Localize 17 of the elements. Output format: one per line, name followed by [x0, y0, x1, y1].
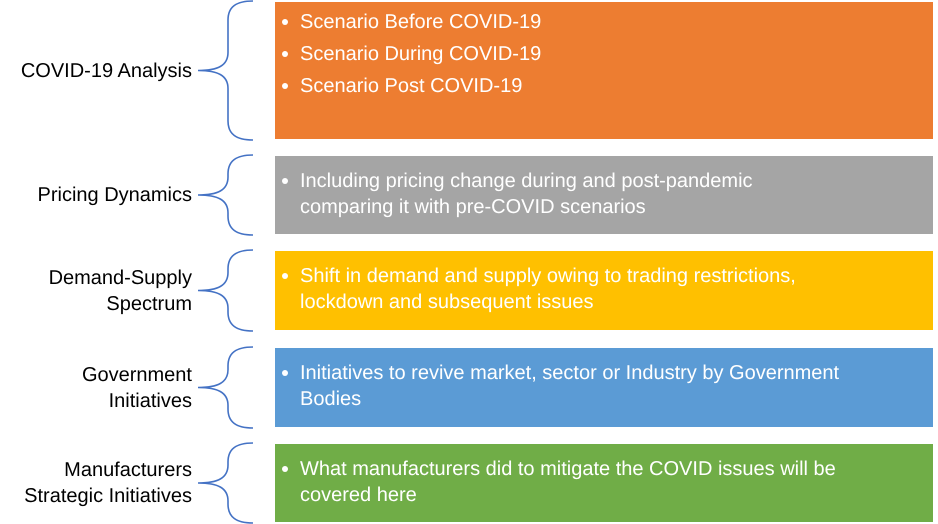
category-label: Government Initiatives [80, 362, 192, 414]
category-label: Manufacturers Strategic Initiatives [23, 458, 192, 509]
content-box [275, 444, 933, 522]
content-box [275, 2, 933, 139]
bullet-text: Scenario During COVID-19 [300, 42, 542, 67]
bullet-text: Initiatives to revive market, sector or Industry by Government Bodies [300, 361, 840, 412]
bullet-text: Including pricing change during and post-pandemic comparing it with pre-COVID scenarios [300, 169, 754, 220]
content-box [275, 348, 933, 427]
bullet-text: Scenario Post COVID-19 [300, 74, 522, 99]
content-box [275, 156, 933, 234]
bullet-text: Shift in demand and supply owing to trading restrictions, lockdown and subsequent issues [300, 264, 797, 315]
bullet-text: What manufacturers did to mitigate the COVID issues will be covered here [300, 457, 837, 508]
bullet-text: Scenario Before COVID-19 [300, 10, 542, 35]
category-label: COVID-19 Analysis [20, 58, 192, 84]
category-label: Demand-Supply Spectrum [48, 266, 192, 316]
content-box [275, 251, 933, 330]
category-label: Pricing Dynamics [38, 183, 192, 208]
